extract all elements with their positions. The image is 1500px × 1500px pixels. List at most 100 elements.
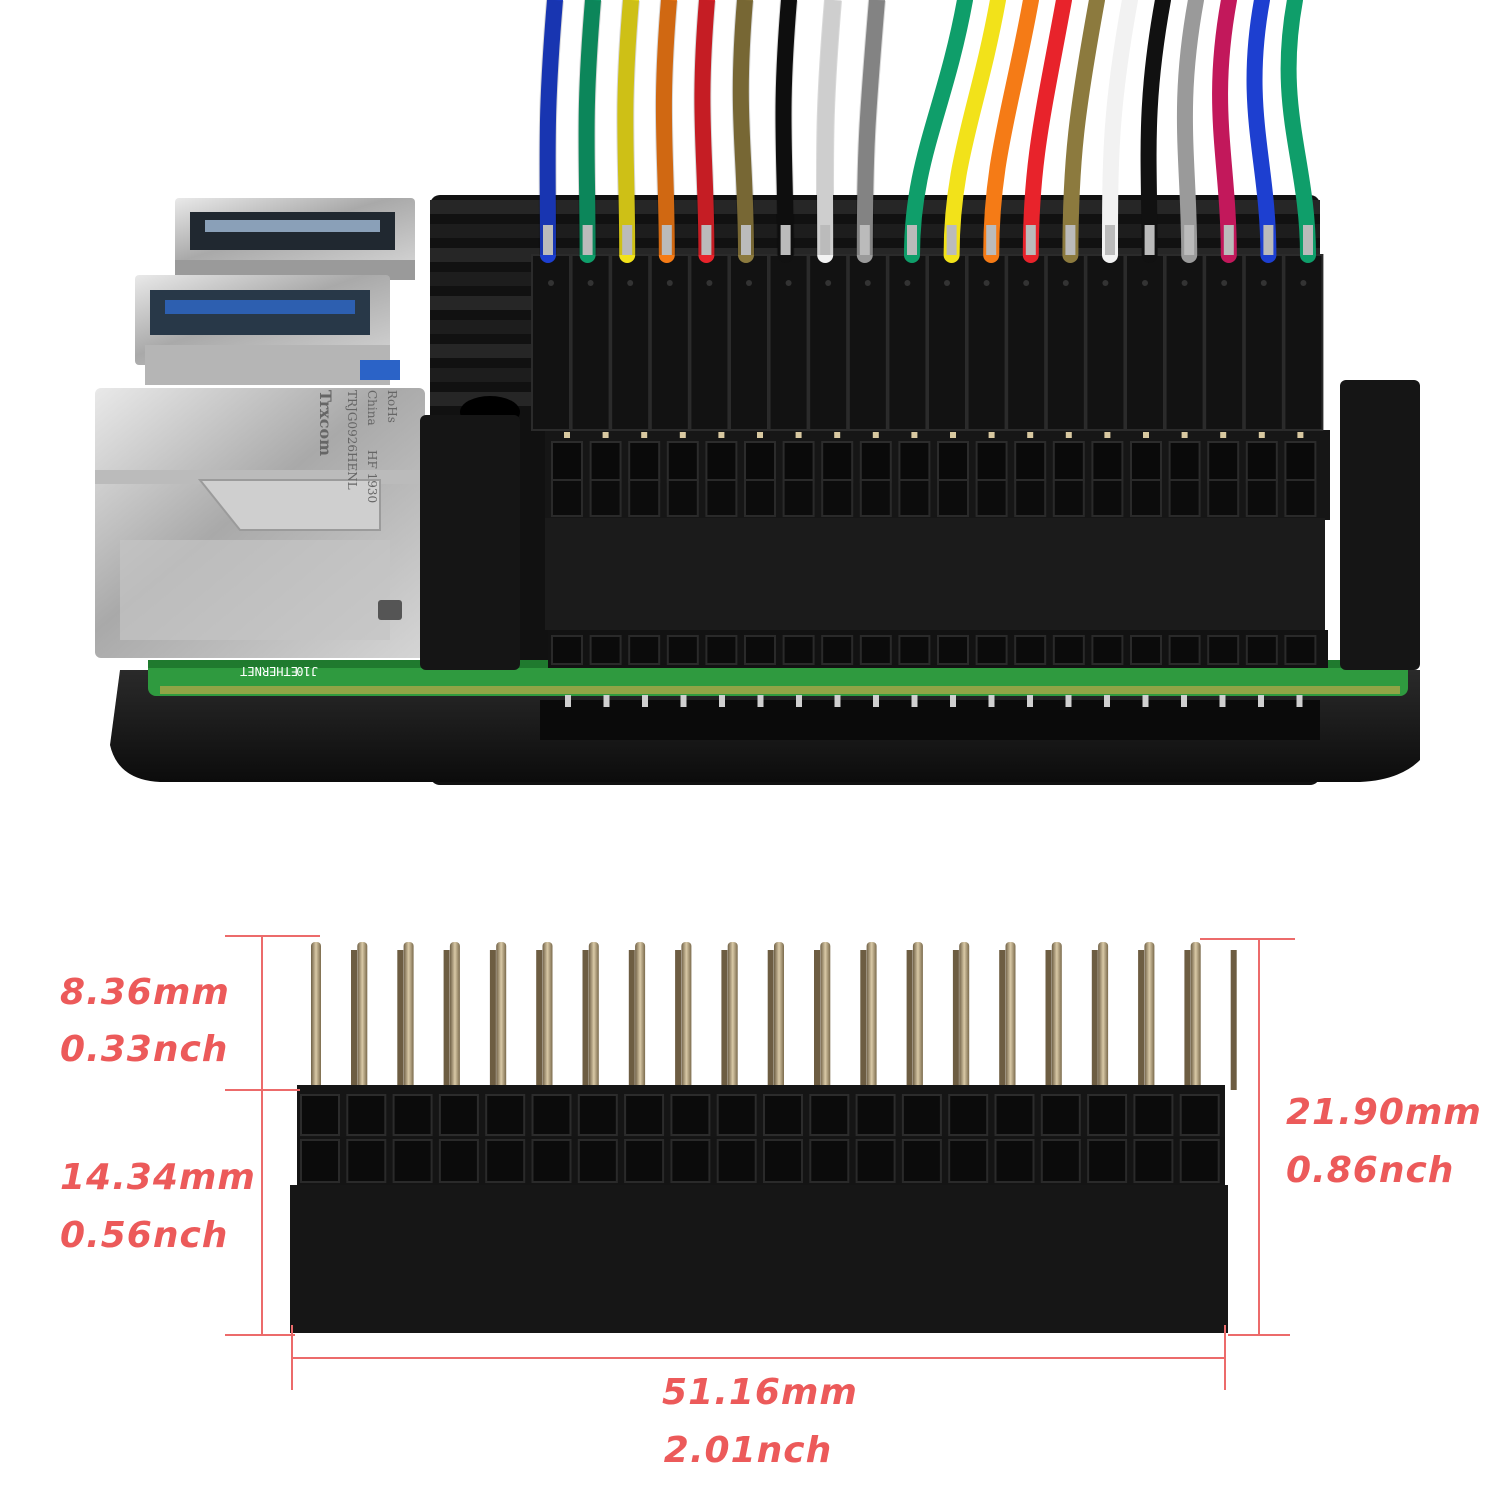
header-pin [403,942,414,1090]
header-cell [577,1094,618,1136]
header-pin-back [397,950,404,1090]
header-cell [994,1139,1035,1183]
header-pin-back [999,950,1006,1090]
header-pin [1051,942,1062,1090]
header-cell [855,1094,896,1136]
wire-crimp [582,225,593,255]
case-base-slot [540,700,1320,740]
dupont-marker [785,280,792,286]
rj45-marking: Trxcom TRJG0926HENL China HF 1930 RoHs [316,390,399,503]
header-cell [1091,635,1124,665]
header-pin [496,942,507,1090]
jumper-wire [1246,0,1277,263]
dupont-housing [966,254,1007,431]
header-cell [1133,1094,1174,1136]
header-pin [1098,942,1109,1090]
dupont-housing [808,254,849,431]
jumper-wire-shadow [815,0,842,256]
header-cell [551,635,583,665]
header-cell [744,635,776,665]
dupont-marker [1062,280,1069,286]
pcb-pin-tip [680,695,687,707]
header-cell [782,479,815,517]
header-pin-top [1027,432,1034,438]
jumper-wires [538,0,1316,263]
header-pins [311,942,1237,1090]
header-cell [716,1094,757,1136]
pcb-pin-tip [1142,695,1149,707]
header-cell [1245,479,1278,517]
header-cell [1130,635,1162,665]
header-cell [1130,479,1162,517]
pcb-pin-tip [873,695,879,707]
header-cell [589,635,622,665]
header-cell [1168,441,1201,483]
header-cell [1179,1094,1220,1136]
jumper-wire [578,0,601,263]
header-pin [774,942,784,1090]
dupont-marker [983,280,990,286]
dupont-housing [1125,254,1165,431]
header-cell [898,635,931,665]
header-cell [589,441,622,483]
pcb-pin-tip [603,695,610,707]
header-cell [300,1139,340,1183]
header-cell [485,1139,526,1183]
header-pin-top [757,432,763,438]
socket-height-inch-label: 0.56nch [60,1215,229,1256]
header-pin [681,942,692,1090]
header-cell [346,1139,387,1183]
header-dimension-drawing [225,935,1295,1390]
header-pin-top [911,432,918,438]
header-pin-top [950,432,956,438]
socket-height-mm-label: 14.34mm [60,1157,256,1198]
header-cell [1052,441,1085,483]
jumper-wire-shadow [538,0,564,256]
header-pin-back [952,950,959,1090]
header-pin-top [602,432,609,438]
dupont-marker [1221,280,1228,286]
header-cell [975,479,1008,517]
header-cell [705,441,738,483]
dupont-marker [706,280,713,286]
header-pin-top [1143,432,1149,438]
jumper-wire [816,0,841,263]
case-pillar-right [1340,380,1420,670]
header-cell [624,1139,665,1183]
svg-text:China: China [365,390,379,426]
header-pin-back [1138,950,1145,1090]
header-pin [866,942,877,1090]
pcb-pin-tip [1181,695,1187,707]
jumper-wire [943,0,1006,263]
jumper-wire-shadow [654,0,678,256]
dimension-lines [225,935,1295,1390]
header-cell [859,441,892,483]
jumper-wire-shadow [577,0,602,256]
dupont-marker [904,280,911,286]
jumper-wire-shadow [774,0,798,256]
header-cell [898,479,931,517]
jumper-wire [655,0,677,263]
header-pin [820,942,831,1090]
wire-crimp [701,225,712,255]
header-cell [1087,1094,1128,1136]
header-cell [628,441,661,483]
header-pin-top [641,432,648,438]
dupont-marker [627,280,634,286]
header-pin [357,942,368,1090]
header-cell [438,1139,479,1183]
header-cell [901,1139,942,1183]
pcb-pin-tip [1104,695,1110,707]
jumper-wire [694,0,715,263]
header-cell [821,479,854,517]
heatsink-fin [430,200,1320,214]
header-pin-top [1220,432,1227,438]
header-pin-top [679,432,686,438]
jumper-wire [775,0,797,263]
header-pin [1005,942,1016,1090]
dupont-marker [825,280,832,286]
header-pin [542,942,553,1090]
wire-crimp [543,225,553,255]
header-cell [485,1094,526,1136]
pcb-pin-tip [1296,695,1303,707]
